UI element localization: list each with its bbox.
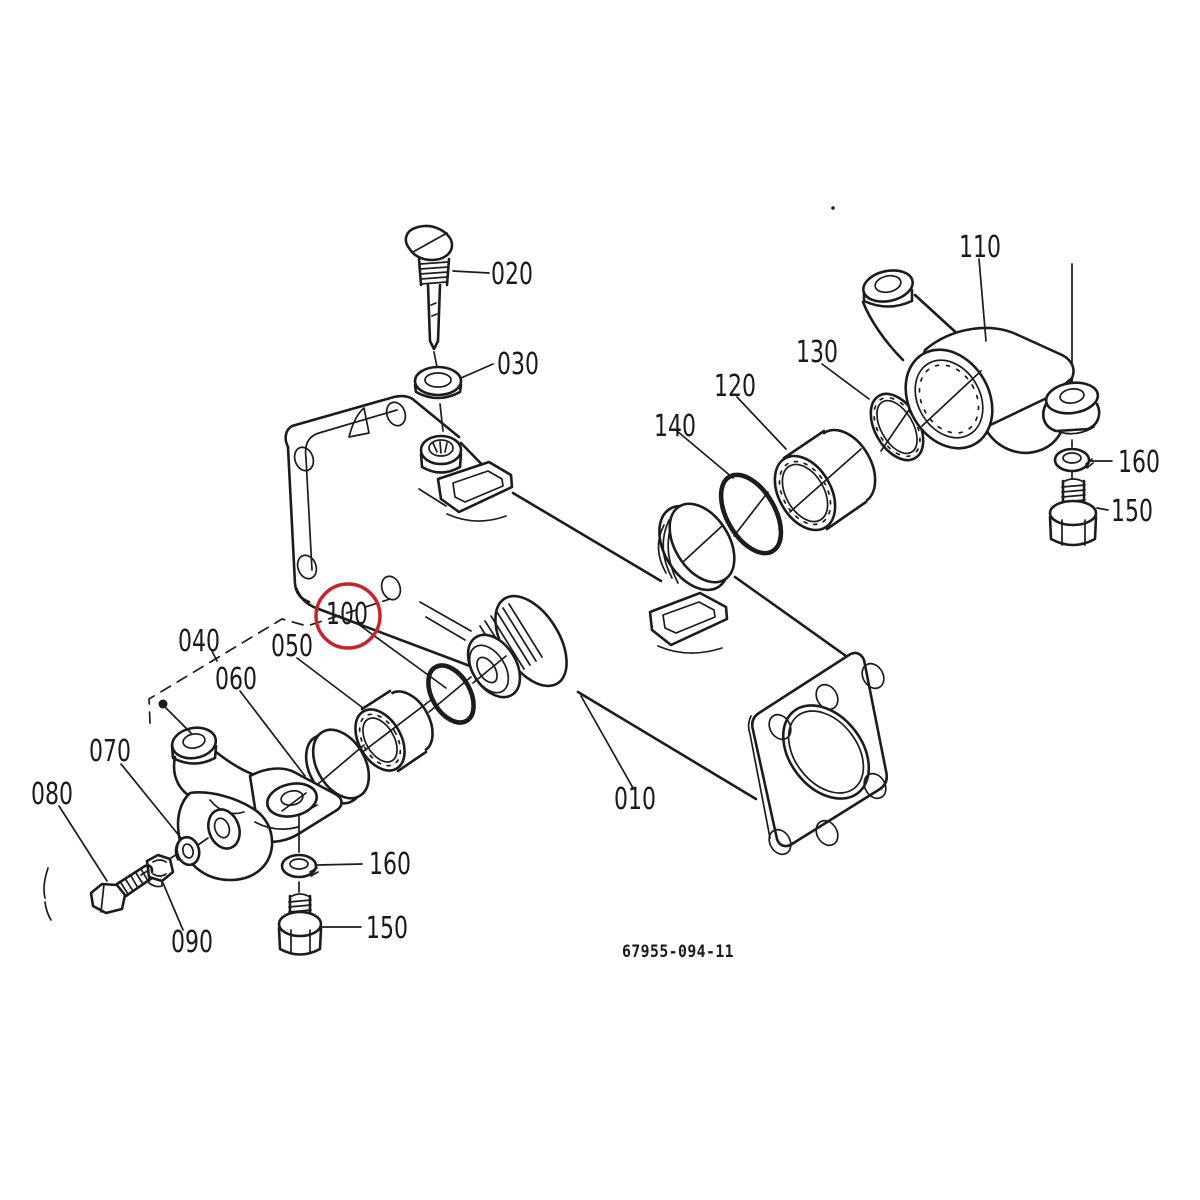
- callout-090: 090: [171, 925, 213, 960]
- callout-030: 030: [497, 347, 539, 382]
- callout-110: 110: [959, 230, 1001, 265]
- highlight-circle-100: [314, 582, 382, 650]
- part-050-bushing: [354, 689, 434, 773]
- callout-140: 140: [654, 409, 696, 444]
- callout-150-left: 150: [366, 911, 408, 946]
- part-020-dipstick: [404, 224, 454, 368]
- callout-010: 010: [614, 782, 656, 817]
- part-120-bushing: [773, 428, 877, 532]
- callout-070: 070: [89, 734, 131, 769]
- part-010-axle-housing: [284, 394, 889, 856]
- callout-150-right: 150: [1111, 494, 1153, 529]
- part-040-knuckle-bracket: [170, 726, 343, 882]
- part-080-bolt: [89, 837, 209, 915]
- callout-120: 120: [714, 369, 756, 404]
- leader-lines: [43, 206, 1113, 931]
- callout-130: 130: [796, 335, 838, 370]
- part-140-o-ring: [718, 472, 784, 556]
- part-160-lock-washer-left: [280, 853, 319, 893]
- callout-050: 050: [271, 629, 313, 664]
- part-110-knuckle-support: [861, 263, 1101, 455]
- part-100-o-ring: [426, 663, 476, 725]
- callout-080: 080: [31, 777, 73, 812]
- part-150-bolt-right: [1048, 478, 1098, 547]
- part-150-bolt-left: [277, 893, 323, 956]
- drawing-number: 67955-094-11: [622, 942, 734, 962]
- part-030-seal-washer: [413, 365, 463, 432]
- callout-040: 040: [178, 624, 220, 659]
- part-160-lock-washer-right: [1053, 447, 1094, 479]
- callout-160-right: 160: [1118, 445, 1160, 480]
- part-070-washer: [174, 835, 201, 867]
- callout-100: 100: [326, 597, 368, 632]
- callout-labels: 020 030 110 130 120 140 160 150 040 050 …: [31, 230, 1160, 960]
- callout-160-left: 160: [369, 847, 411, 882]
- callout-060: 060: [215, 662, 257, 697]
- callout-020: 020: [491, 257, 533, 292]
- part-090-nut: [145, 853, 175, 888]
